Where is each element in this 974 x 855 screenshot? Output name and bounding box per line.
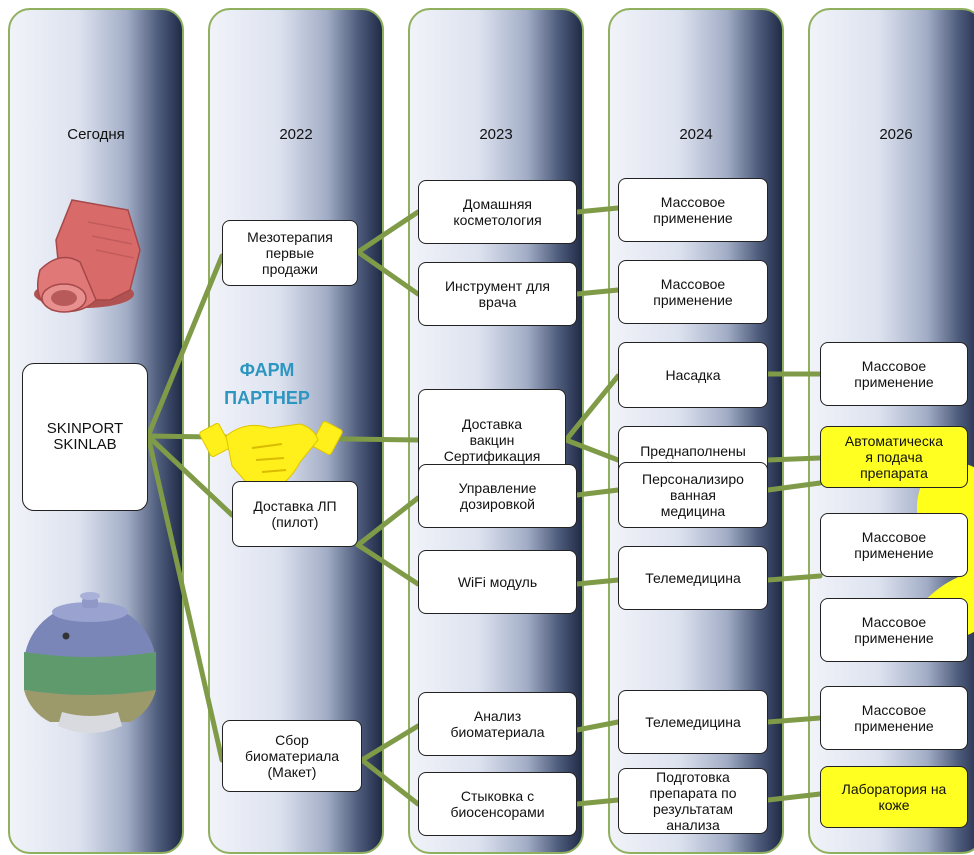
node-drug-delivery-pilot: Доставка ЛП (пилот) — [232, 481, 358, 547]
node-home-cosmetology: Домашняя косметология — [418, 180, 577, 244]
node-mass-use-3: Массовое применение — [820, 342, 968, 406]
node-telemedicine-1: Телемедицина — [618, 546, 768, 610]
node-preparation-by-analysis: Подготовка препарата по результатам анал… — [618, 768, 768, 834]
node-skin-laboratory: Лаборатория на коже — [820, 766, 968, 828]
node-mass-use-1: Массовое применение — [618, 178, 768, 242]
node-mass-use-2: Массовое применение — [618, 260, 768, 324]
partner-line-2: ПАРТНЕР — [224, 388, 310, 408]
node-mass-use-6: Массовое применение — [820, 686, 968, 750]
column-label-2023: 2023 — [479, 126, 513, 143]
node-mesotherapy: Мезотерапия первые продажи — [222, 220, 358, 286]
partner-line-1: ФАРМ — [239, 360, 295, 380]
column-label-2026: 2026 — [879, 126, 913, 143]
node-telemedicine-2: Телемедицина — [618, 690, 768, 754]
column-label-today: Сегодня — [67, 126, 125, 143]
wearable-sphere-device-icon — [24, 592, 156, 733]
node-nozzle: Насадка — [618, 342, 768, 408]
handshake-icon — [199, 421, 343, 492]
column-label-2024: 2024 — [679, 126, 713, 143]
column-label-2022: 2022 — [279, 126, 313, 143]
node-dosing-control: Управление дозировкой — [418, 464, 577, 528]
pharma-partner-label: ФАРМ ПАРТНЕР — [212, 356, 322, 412]
node-biomaterial-analysis: Анализ биоматериала — [418, 692, 577, 756]
node-doctor-tool: Инструмент для врача — [418, 262, 577, 326]
node-mass-use-5: Массовое применение — [820, 598, 968, 662]
node-biosensor-docking: Стыковка с биосенсорами — [418, 772, 577, 836]
node-wifi-module: WiFi модуль — [418, 550, 577, 614]
node-skinport-skinlab: SKINPORT SKINLAB — [22, 363, 148, 511]
node-biomaterial-collection: Сбор биоматериала (Макет) — [222, 720, 362, 792]
node-automatic-drug-delivery: Автоматическа я подача препарата — [820, 426, 968, 488]
node-mass-use-4: Массовое применение — [820, 513, 968, 577]
skin-patch-device-icon — [34, 199, 141, 313]
node-personalized-medicine: Персонализиро ванная медицина — [618, 462, 768, 528]
